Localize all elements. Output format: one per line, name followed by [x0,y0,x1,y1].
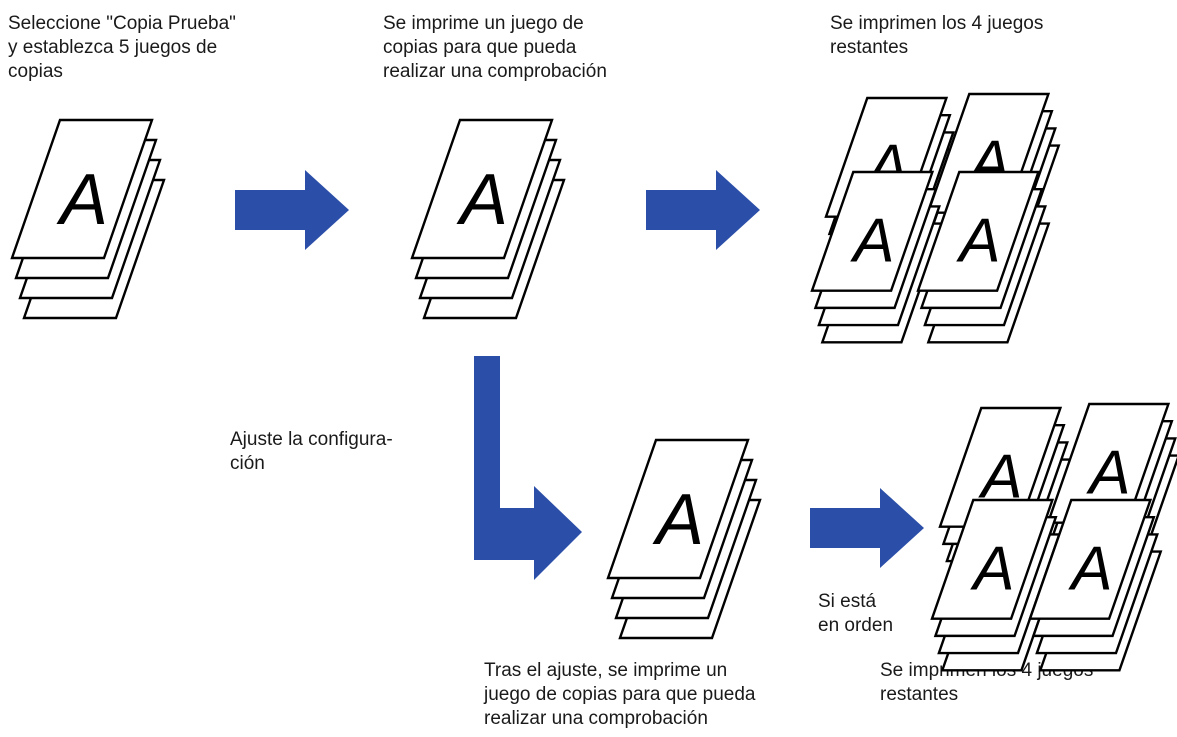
sheet-letter: A [955,206,1000,275]
sheet-letter: A [652,480,704,560]
sheet-letter: A [849,206,894,275]
paper-stack-original: A [10,118,166,320]
arrow-right-2 [646,170,760,250]
paper-sheet-front [810,170,935,292]
sheet-letter: A [1085,438,1130,507]
paper-sheet-front [606,438,750,580]
caption-after-adjust-print: Tras el ajuste, se imprime un juego de c… [484,660,756,729]
caption-select-proof-copy: Seleccione "Copia Prueba" y establezca 5… [8,13,236,82]
paper-stack-proof-copy: A [410,118,566,320]
paper-stack-set-4: A [916,170,1051,344]
sheet-letter: A [56,160,108,240]
paper-stack-adjusted-proof: A [606,438,762,640]
arrow-right-3 [810,488,924,568]
caption-adjust-settings: Ajuste la configura- ción [230,429,393,474]
sheet-letter: A [969,534,1014,603]
paper-sheet-front [916,170,1041,292]
caption-one-set-printed: Se imprime un juego de copias para que p… [383,13,607,82]
arrow-adjust-settings [474,356,582,580]
paper-stack-final-set-4: A [1028,498,1163,672]
paper-sheet-front [10,118,154,260]
caption-if-ok: Si está en orden [818,591,894,636]
sheet-letter: A [456,160,508,240]
paper-stack-final-set-3: A [930,498,1065,672]
paper-sheet-front [1028,498,1153,620]
paper-stack-set-3: A [810,170,945,344]
sheet-letter: A [1067,534,1112,603]
caption-remaining-sets-top: Se imprimen los 4 juegos restantes [830,13,1044,58]
paper-sheet-front [410,118,554,260]
arrow-right-1 [235,170,349,250]
paper-sheet-front [930,498,1055,620]
